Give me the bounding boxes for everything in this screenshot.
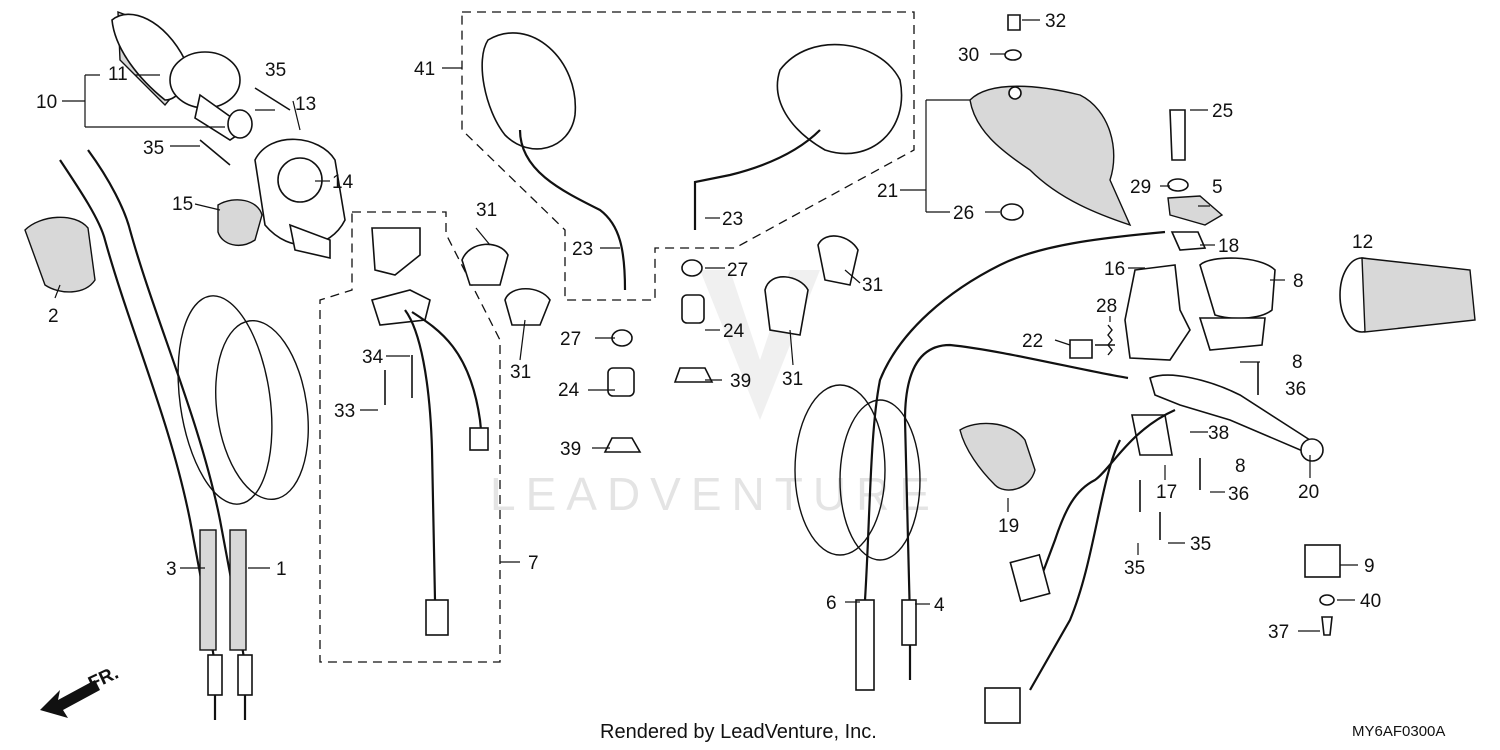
callout-21: 21 [877, 181, 898, 202]
group-outlines [319, 11, 915, 663]
callout-14: 14 [332, 172, 354, 193]
watermark-text: LEADVENTURE [490, 468, 940, 520]
callout-2: 2 [48, 306, 59, 327]
callout-11: 11 [108, 64, 128, 85]
callout-15: 15 [172, 194, 193, 215]
callout-13: 13 [295, 94, 316, 115]
callout-labels: 10 11 35 13 35 14 15 2 3 1 41 31 31 23 2… [36, 11, 1381, 643]
callout-31d: 31 [782, 369, 803, 390]
callout-8c: 8 [1235, 456, 1246, 477]
callout-26: 26 [953, 203, 974, 224]
callout-31c: 31 [862, 275, 883, 296]
callout-27a: 27 [560, 329, 581, 350]
callout-34: 34 [362, 347, 384, 368]
callout-31b: 31 [510, 362, 531, 383]
callout-39a: 39 [560, 439, 581, 460]
diagram-code: MY6AF0300A [1352, 723, 1445, 740]
callout-33: 33 [334, 401, 355, 422]
callout-24a: 24 [558, 380, 580, 401]
callout-6: 6 [826, 593, 837, 614]
callout-12: 12 [1352, 232, 1373, 253]
callout-29: 29 [1130, 177, 1151, 198]
callout-3: 3 [166, 559, 177, 580]
callout-41: 41 [414, 59, 435, 80]
callout-37: 37 [1268, 622, 1289, 643]
callout-leaders [54, 19, 1358, 632]
callout-9: 9 [1364, 556, 1375, 577]
right-grip [1339, 257, 1476, 333]
callout-27b: 27 [727, 260, 748, 281]
callout-36a: 36 [1285, 379, 1306, 400]
callout-5: 5 [1212, 177, 1223, 198]
callout-28: 28 [1096, 296, 1117, 317]
front-direction-arrow: FR. [40, 663, 122, 718]
callout-17: 17 [1156, 482, 1177, 503]
callout-20: 20 [1298, 482, 1319, 503]
callout-7: 7 [528, 553, 539, 574]
callout-8a: 8 [1293, 271, 1304, 292]
callout-36b: 36 [1228, 484, 1249, 505]
callout-8b: 8 [1292, 352, 1303, 373]
right-handguard [969, 14, 1132, 227]
throttle-cables [59, 149, 309, 720]
callout-30: 30 [958, 45, 979, 66]
callout-35c: 35 [1190, 534, 1211, 555]
callout-31a: 31 [476, 200, 497, 221]
cable-clamps [461, 235, 859, 336]
left-grip-assembly [24, 10, 346, 293]
callout-23a: 23 [572, 239, 593, 260]
callout-16: 16 [1104, 259, 1125, 280]
callout-35b: 35 [143, 138, 164, 159]
callout-18: 18 [1218, 236, 1239, 257]
callout-24b: 24 [723, 321, 745, 342]
left-switch-assembly [370, 227, 489, 636]
callout-1: 1 [276, 559, 287, 580]
right-cables-harness [794, 230, 1341, 724]
callout-35d: 35 [1124, 558, 1145, 579]
callout-19: 19 [998, 516, 1019, 537]
callout-39b: 39 [730, 371, 751, 392]
callout-40: 40 [1360, 591, 1381, 612]
callout-25: 25 [1212, 101, 1233, 122]
callout-32: 32 [1045, 11, 1066, 32]
callout-4: 4 [934, 595, 945, 616]
mirrors [481, 32, 903, 453]
switch-boot [959, 422, 1036, 491]
callout-38: 38 [1208, 423, 1229, 444]
credit-text: Rendered by LeadVenture, Inc. [600, 721, 877, 743]
callout-35: 35 [265, 60, 286, 81]
callout-22: 22 [1022, 331, 1043, 352]
callout-23b: 23 [722, 209, 743, 230]
callout-10: 10 [36, 92, 57, 113]
right-lever-assembly [1069, 109, 1324, 540]
